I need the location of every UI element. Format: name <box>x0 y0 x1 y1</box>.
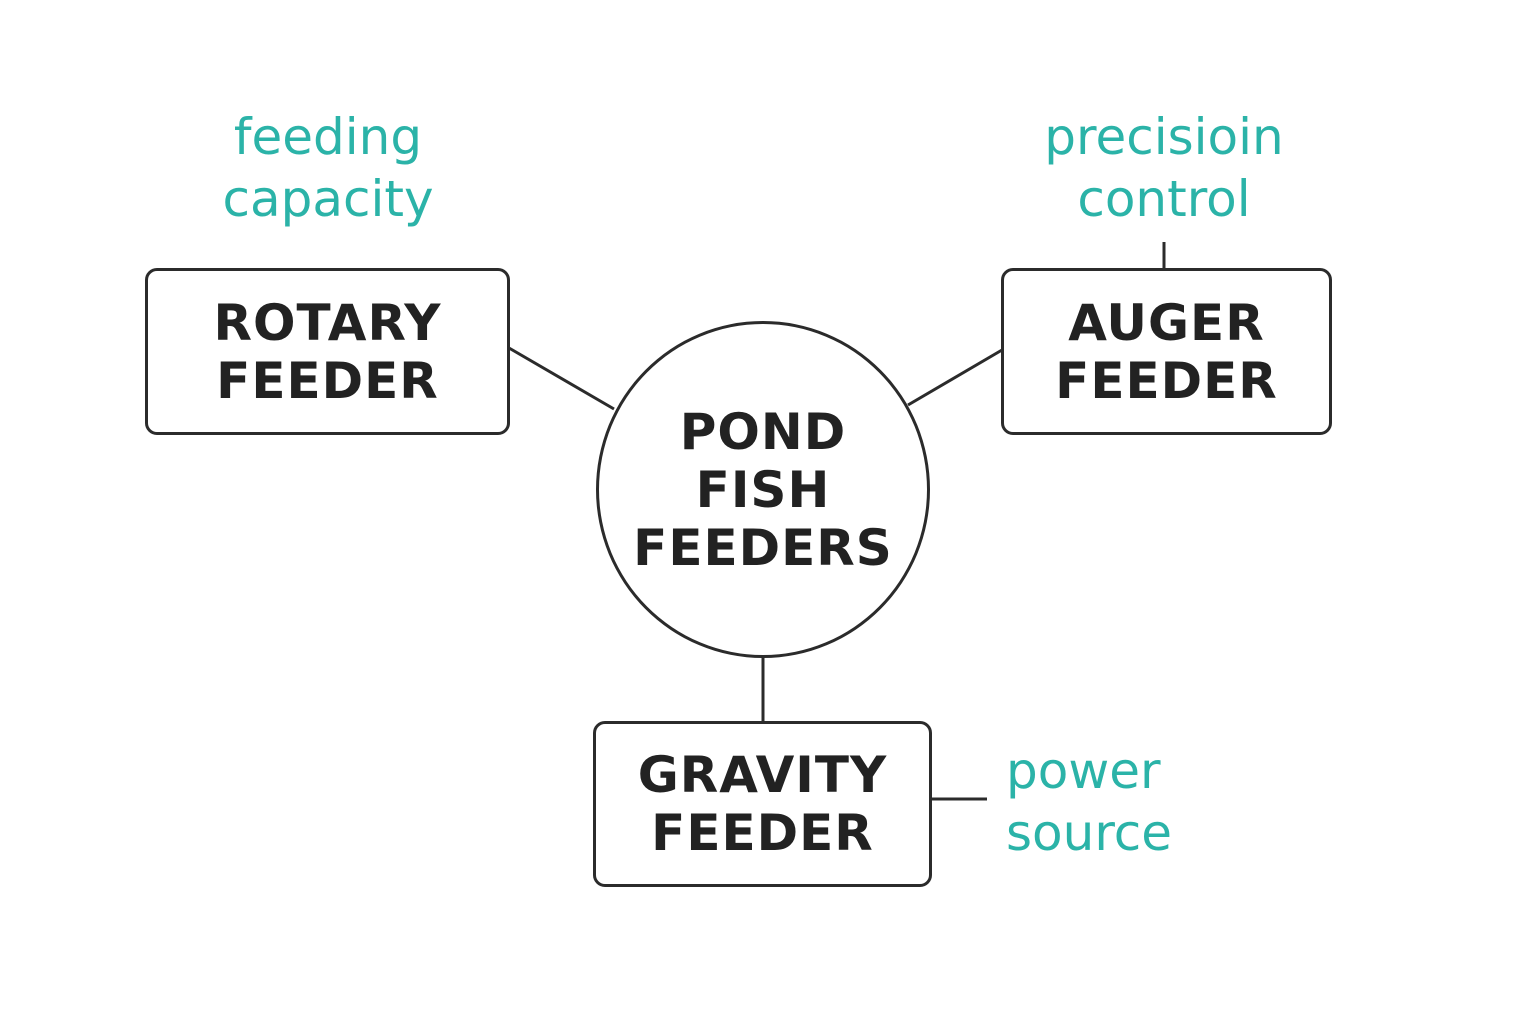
node-rotary-feeder-label: ROTARY FEEDER <box>214 294 442 410</box>
node-pond-fish-feeders-label: POND FISH FEEDERS <box>633 403 893 577</box>
annotation-precision-control: precisioin control <box>1004 106 1324 230</box>
annotation-feeding-capacity-line1: feeding <box>233 108 423 166</box>
node-rotary-feeder-line2: FEEDER <box>216 351 439 410</box>
node-rotary-feeder-line1: ROTARY <box>213 293 442 352</box>
node-pond-fish-feeders: POND FISH FEEDERS <box>596 321 930 658</box>
node-auger-feeder-label: AUGER FEEDER <box>1055 294 1278 410</box>
node-gravity-feeder: GRAVITY FEEDER <box>593 721 932 887</box>
annotation-precision-control-line2: control <box>1077 170 1251 228</box>
connector-auger-to-center <box>907 348 1003 407</box>
annotation-feeding-capacity: feeding capacity <box>178 106 478 230</box>
node-rotary-feeder: ROTARY FEEDER <box>145 268 510 435</box>
node-gravity-feeder-line2: FEEDER <box>651 804 874 862</box>
node-gravity-feeder-line1: GRAVITY <box>637 746 888 804</box>
annotation-power-source-line2: source <box>1006 804 1173 862</box>
node-pond-fish-feeders-line1: POND <box>679 402 847 461</box>
node-auger-feeder-line2: FEEDER <box>1055 351 1278 410</box>
node-auger-feeder-line1: AUGER <box>1068 293 1265 352</box>
node-gravity-feeder-label: GRAVITY FEEDER <box>638 746 887 862</box>
connector-rotary-to-center <box>508 346 615 411</box>
annotation-feeding-capacity-line2: capacity <box>222 170 434 228</box>
node-pond-fish-feeders-line3: FEEDERS <box>633 518 893 577</box>
node-pond-fish-feeders-line2: FISH <box>695 460 831 519</box>
annotation-power-source-line1: power <box>1006 742 1161 800</box>
node-auger-feeder: AUGER FEEDER <box>1001 268 1332 435</box>
annotation-precision-control-line1: precisioin <box>1044 108 1284 166</box>
annotation-power-source: power source <box>1006 740 1186 864</box>
